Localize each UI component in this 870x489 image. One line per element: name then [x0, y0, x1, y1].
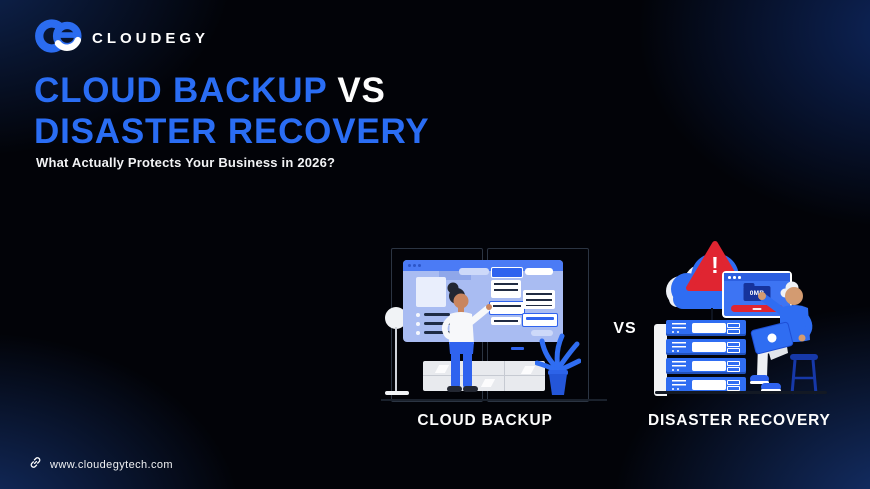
folder-size-label: 0MB [749, 290, 765, 297]
screen-card [523, 290, 555, 309]
floor-line [381, 399, 607, 401]
website-url[interactable]: www.cloudegytech.com [50, 459, 173, 471]
disaster-recovery-illustration: ! 0MB [650, 238, 835, 398]
link-icon [28, 455, 43, 475]
footer: www.cloudegytech.com [28, 455, 173, 475]
title-line-1: CLOUD BACKUP VS [34, 71, 386, 110]
cabinet [423, 361, 545, 391]
cloud-backup-label: CLOUD BACKUP [417, 412, 553, 429]
potted-plant [534, 333, 582, 400]
screen-card-selected [522, 313, 558, 327]
man-figure [750, 280, 830, 405]
floor-lamp-base [385, 391, 409, 395]
subtitle: What Actually Protects Your Business in … [36, 155, 336, 170]
page-title: CLOUD BACKUP VS DISASTER RECOVERY [34, 70, 429, 152]
floor-lamp-pole [395, 327, 397, 393]
popup-header [724, 273, 790, 281]
decor-dash [511, 347, 524, 350]
server-unit [666, 320, 746, 336]
screen-header [403, 260, 563, 271]
server-unit [666, 339, 746, 355]
dashboard-screen [403, 260, 563, 342]
brand-name: CLOUDEGY [92, 30, 210, 47]
screen-card [491, 280, 521, 298]
connector-line [711, 308, 713, 322]
brand-logo: CLOUDEGY [34, 16, 209, 61]
error-progress-bar [731, 305, 783, 312]
screen-image-placeholder [416, 277, 446, 307]
floor-shadow [655, 391, 827, 394]
floor-lamp-shade [385, 307, 407, 329]
warning-exclamation: ! [711, 252, 719, 278]
server-rack-side [654, 324, 667, 396]
disaster-recovery-label: DISASTER RECOVERY [648, 412, 831, 429]
title-line-2: DISASTER RECOVERY [34, 112, 430, 151]
screen-card [491, 267, 523, 278]
woman-figure [437, 282, 497, 403]
server-unit [666, 358, 746, 374]
screen-tab [439, 271, 471, 280]
server-unit [666, 377, 746, 393]
cloudegy-monogram-icon [34, 16, 82, 61]
screen-card [491, 317, 521, 325]
cloud-backup-illustration [381, 233, 607, 408]
vs-divider-label: VS [613, 320, 637, 337]
